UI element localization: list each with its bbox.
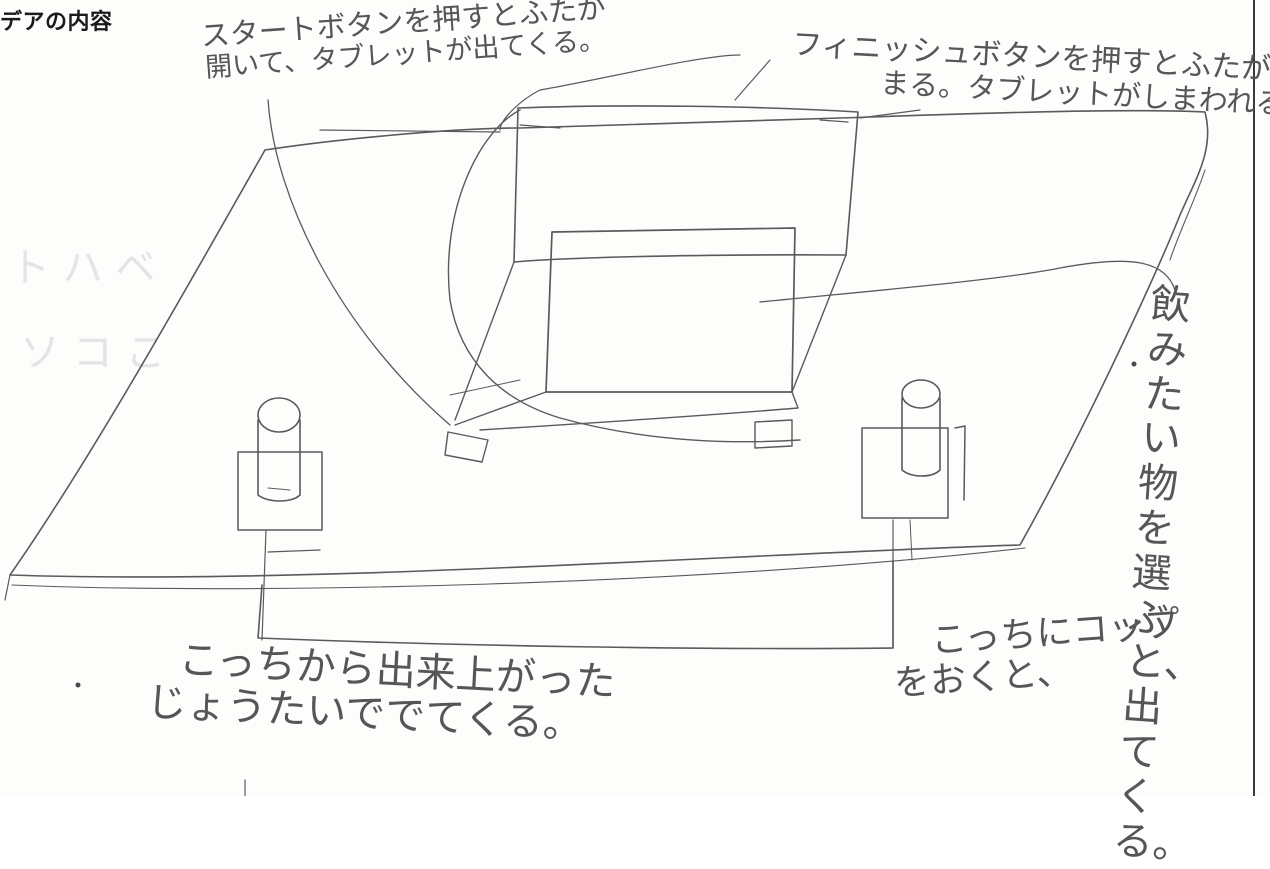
machine-front-panel <box>257 559 894 650</box>
tablet-screen <box>449 227 847 431</box>
lid-opening-arc <box>267 54 1176 443</box>
machine-base <box>4 109 1209 601</box>
pencil-dot <box>75 682 81 688</box>
right-cup-stand <box>861 379 966 649</box>
page-frame-line <box>1253 0 1255 796</box>
page-heading: デアの内容 <box>0 10 113 35</box>
left-drink-outlet <box>237 397 323 796</box>
machine-sketch <box>4 54 1209 796</box>
pencil-dot <box>1131 361 1137 367</box>
faint-background-mark: ソ コ こ <box>20 330 166 376</box>
hinge-blocks <box>444 419 793 463</box>
tablet-lid <box>513 105 859 263</box>
annotation-leader-lines <box>319 109 1206 261</box>
faint-background-mark: ト ハ ベ <box>10 245 156 291</box>
